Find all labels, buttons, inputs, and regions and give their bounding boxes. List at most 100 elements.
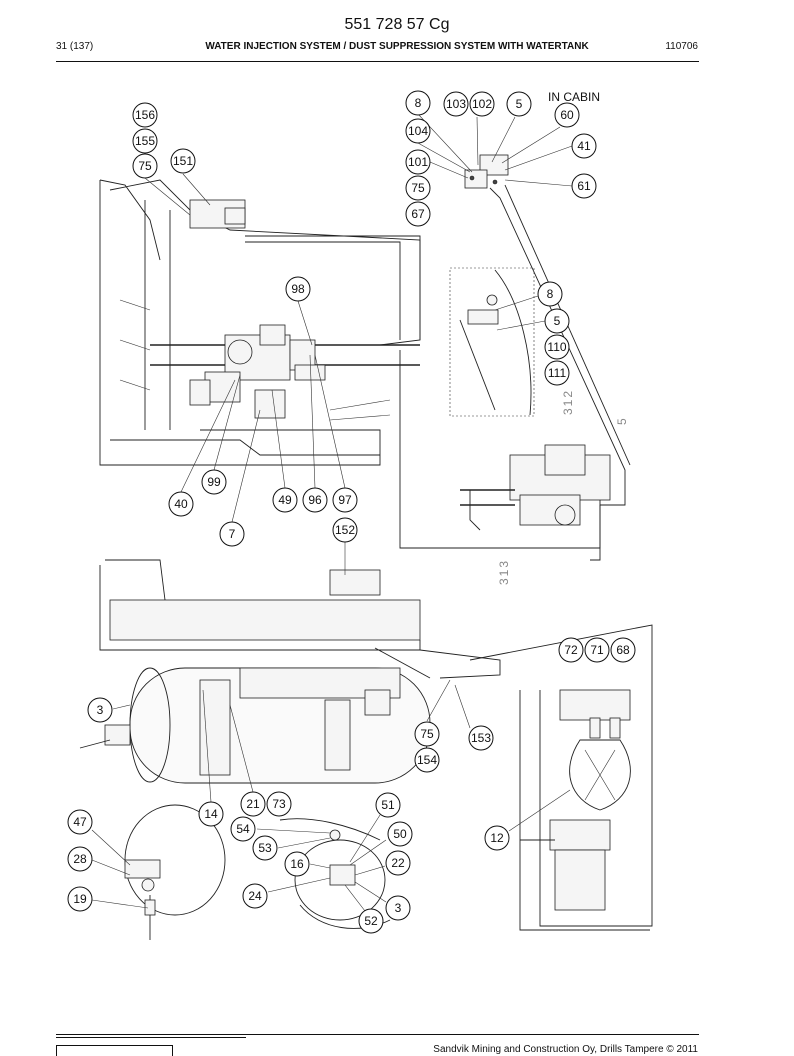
filter-assembly-drawing [519,689,650,931]
callout: 14 [198,801,224,827]
svg-text:111: 111 [548,366,567,380]
in-cabin-valve-drawing [464,154,631,506]
callout: 75 [405,175,431,201]
svg-text:19: 19 [73,892,87,906]
svg-text:152: 152 [335,523,355,537]
svg-text:73: 73 [272,797,286,811]
svg-text:104: 104 [408,124,428,138]
svg-text:54: 54 [236,822,250,836]
svg-text:50: 50 [393,827,407,841]
svg-text:110: 110 [547,340,566,354]
callout: 73 [266,791,292,817]
detail-view-drawing [449,267,535,417]
callout: 5 [506,91,532,117]
svg-text:75: 75 [138,159,152,173]
leader-lines [91,113,573,912]
svg-text:53: 53 [258,841,272,855]
svg-text:3: 3 [97,703,104,717]
svg-text:60: 60 [560,108,574,122]
svg-text:75: 75 [420,727,434,741]
callout: 40 [168,491,194,517]
callout: 52 [358,908,384,934]
svg-text:40: 40 [174,497,188,511]
svg-text:22: 22 [391,856,405,870]
callout: 111 [544,360,570,386]
svg-text:103: 103 [446,97,466,111]
callout: 47 [67,809,93,835]
cabin-frame-drawing [99,179,421,466]
callout: 68 [610,637,636,663]
svg-text:41: 41 [577,139,591,153]
callout: 22 [385,850,411,876]
svg-text:8: 8 [547,287,554,301]
copyright-text: Sandvik Mining and Construction Oy, Dril… [433,1044,698,1055]
svg-text:5: 5 [554,314,561,328]
callout: 103 [443,91,469,117]
document-number: 551 728 57 Cg [344,16,450,33]
svg-text:5: 5 [516,97,523,111]
svg-text:68: 68 [616,643,630,657]
header-rule [56,61,699,62]
callout: 155 [132,128,158,154]
svg-text:71: 71 [590,643,604,657]
svg-text:102: 102 [472,97,492,111]
footer-rule [56,1034,699,1035]
company-logo [56,1045,173,1056]
callout: 99 [201,469,227,495]
callout: 67 [405,201,431,227]
in-cabin-note: IN CABIN [548,90,600,104]
callout: 102 [469,91,495,117]
page-title: WATER INJECTION SYSTEM / DUST SUPPRESSIO… [205,41,589,52]
svg-text:14: 14 [204,807,218,821]
svg-text:21: 21 [246,797,260,811]
callout: 156 [132,102,158,128]
drain-valve-drawing [124,804,226,940]
callout: 49 [272,487,298,513]
svg-text:7: 7 [229,527,236,541]
label-313: 313 [497,559,511,585]
callout: 71 [584,637,610,663]
callout: 51 [375,792,401,818]
callout: 104 [405,118,431,144]
callout: 151 [170,148,196,174]
callout: 97 [332,487,358,513]
svg-text:153: 153 [471,731,491,745]
callout: 53 [252,835,278,861]
svg-text:154: 154 [417,753,437,767]
callout: 54 [230,816,256,842]
svg-text:61: 61 [577,179,591,193]
svg-text:99: 99 [207,475,221,489]
callout: 75 [414,721,440,747]
callout: 61 [571,173,597,199]
label-5: 5 [615,416,629,425]
svg-text:51: 51 [381,798,395,812]
svg-text:49: 49 [278,493,292,507]
callout: 101 [405,149,431,175]
svg-text:67: 67 [411,207,425,221]
callout: 16 [284,851,310,877]
svg-text:155: 155 [135,134,155,148]
svg-text:12: 12 [490,831,504,845]
callout: 153 [468,725,494,751]
svg-text:47: 47 [73,815,87,829]
callout: 24 [242,883,268,909]
svg-text:96: 96 [308,493,322,507]
tank-fitting-drawing [279,818,391,929]
callout: 60 [554,102,580,128]
svg-text:151: 151 [173,154,193,168]
callout: 110 [544,334,570,360]
callout: 154 [414,747,440,773]
valve-block-drawing [399,350,611,561]
callout: 21 [240,791,266,817]
svg-text:75: 75 [411,181,425,195]
callout: 50 [387,821,413,847]
footer-rule-secondary [56,1037,246,1038]
callout: 8 [405,90,431,116]
label-312: 312 [561,389,575,415]
svg-text:28: 28 [73,852,87,866]
callout: 96 [302,487,328,513]
date-code: 110706 [665,41,698,52]
svg-text:52: 52 [364,914,378,928]
water-tank-drawing [79,559,653,927]
